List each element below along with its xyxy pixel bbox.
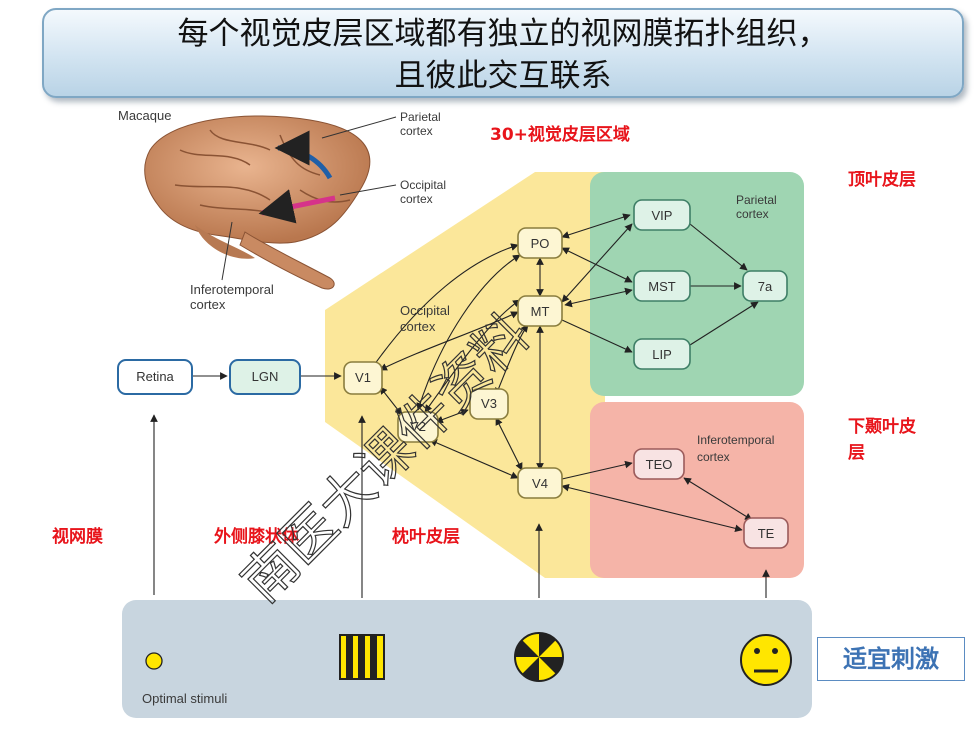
node-lip-label: LIP: [652, 347, 672, 362]
node-lip: LIP: [633, 338, 691, 370]
brain-inferotemporal-label-2: cortex: [190, 297, 226, 312]
node-v1: V1: [343, 361, 383, 395]
node-po: PO: [517, 227, 563, 259]
lgn-cn-label: 外侧膝状体: [214, 526, 300, 547]
node-v3: V3: [469, 388, 509, 420]
node-mst-label: MST: [648, 279, 676, 294]
retina-cn-label: 视网膜: [52, 526, 103, 547]
node-po-label: PO: [531, 236, 550, 251]
brain-parietal-label-2: cortex: [400, 124, 433, 138]
temporal-cn-label-1: 下颞叶皮: [848, 416, 916, 437]
dot-stimulus-icon: [145, 652, 163, 670]
inferotemporal-region-label-1: Inferotemporal: [697, 433, 774, 447]
brain-parietal-label-1: Parietal: [400, 110, 441, 124]
node-v4: V4: [517, 467, 563, 499]
node-vip: VIP: [633, 199, 691, 231]
connections: [150, 213, 770, 598]
node-teo: TEO: [633, 448, 685, 480]
parietal-cn-label: 顶叶皮层: [848, 169, 916, 190]
node-v2-label: V2: [410, 419, 426, 434]
node-vip-label: VIP: [652, 208, 673, 223]
brain-inferotemporal-label-1: Inferotemporal: [190, 282, 274, 297]
node-retina: Retina: [117, 359, 193, 395]
node-te: TE: [743, 517, 789, 549]
optimal-stimuli-label: Optimal stimuli: [142, 691, 227, 706]
macaque-brain-illustration: [144, 115, 397, 290]
title-line-1: 每个视觉皮层区域都有独立的视网膜拓扑组织，: [177, 16, 829, 52]
radial-stimulus-icon: [514, 632, 564, 682]
temporal-zone: [590, 402, 804, 578]
node-mt: MT: [517, 295, 563, 327]
areas-count-label: 30+视觉皮层区域: [490, 124, 630, 145]
node-v3-label: V3: [481, 396, 497, 411]
node-v2: V2: [397, 411, 439, 443]
stimuli-bar: [122, 600, 812, 718]
node-v4-label: V4: [532, 476, 548, 491]
node-v1-label: V1: [355, 370, 371, 385]
macaque-label: Macaque: [118, 108, 171, 123]
node-7a-label: 7a: [758, 279, 773, 294]
node-lgn: LGN: [229, 359, 301, 395]
parietal-region-label-2: cortex: [736, 207, 769, 221]
grating-stimulus-icon: [339, 634, 385, 680]
node-mst: MST: [633, 270, 691, 302]
brain-occipital-label-2: cortex: [400, 192, 433, 206]
node-7a: 7a: [742, 270, 788, 302]
occipital-cn-label: 枕叶皮层: [392, 526, 460, 547]
temporal-cn-label-2: 层: [848, 443, 865, 463]
node-teo-label: TEO: [646, 457, 673, 472]
face-stimulus-icon: [740, 634, 792, 686]
brain-occipital-label-1: Occipital: [400, 178, 446, 192]
occipital-region-label-2: cortex: [400, 319, 436, 334]
inferotemporal-region-label-2: cortex: [697, 450, 730, 464]
parietal-region-label-1: Parietal: [736, 193, 777, 207]
node-te-label: TE: [758, 526, 775, 541]
title-banner: 每个视觉皮层区域都有独立的视网膜拓扑组织， 且彼此交互联系: [42, 8, 964, 98]
node-mt-label: MT: [531, 304, 550, 319]
title-line-2: 且彼此交互联系: [394, 58, 612, 94]
node-retina-label: Retina: [136, 369, 174, 384]
optimal-stimulus-button[interactable]: 适宜刺激: [817, 637, 965, 681]
node-lgn-label: LGN: [252, 369, 279, 384]
